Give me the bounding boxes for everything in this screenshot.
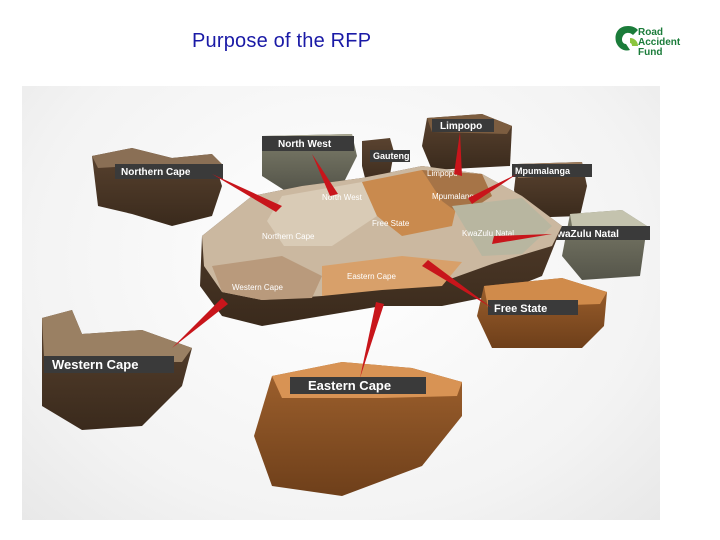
map-label-kwazulu-natal: KwaZulu Natal bbox=[462, 229, 514, 238]
label-north-west: North West bbox=[278, 139, 332, 150]
map-label-northern-cape: Northern Cape bbox=[262, 232, 315, 241]
limpopo-piece: Limpopo bbox=[422, 114, 512, 170]
map-label-north-west: North West bbox=[322, 193, 363, 202]
label-bg-north-west bbox=[262, 136, 354, 151]
label-bg-limpopo bbox=[432, 119, 494, 132]
label-bg-eastern-cape bbox=[290, 377, 426, 394]
free-state-piece: Free State bbox=[477, 278, 607, 348]
north-west-piece: North West bbox=[262, 134, 357, 190]
slide-title: Purpose of the RFP bbox=[192, 30, 372, 52]
arrow-northern-cape bbox=[212, 174, 282, 212]
label-northern-cape: Northern Cape bbox=[121, 167, 191, 178]
map-label-eastern-cape: Eastern Cape bbox=[347, 272, 396, 281]
logo-text: Road Accident Fund bbox=[638, 28, 680, 58]
label-bg-northern-cape bbox=[115, 164, 223, 179]
label-bg-gauteng bbox=[370, 150, 410, 162]
arrow-free-state bbox=[422, 260, 492, 308]
arrow-eastern-cape bbox=[360, 302, 384, 378]
logo-line-accident: Accident bbox=[638, 37, 681, 48]
label-bg-free-state bbox=[488, 300, 578, 315]
northern-cape-piece: Northern Cape bbox=[92, 148, 223, 226]
label-mpumalanga: Mpumalanga bbox=[515, 166, 571, 176]
label-gauteng: Gauteng bbox=[373, 151, 410, 161]
road-accident-fund-logo: Road Accident Fund bbox=[612, 22, 682, 84]
logo-line-road: Road bbox=[638, 27, 663, 38]
label-bg-kwazulu-natal bbox=[546, 226, 650, 240]
kwazulu-natal-piece: KwaZulu Natal bbox=[546, 210, 650, 280]
red-arrows bbox=[172, 132, 552, 378]
provinces-exploded-map: Northern Cape North West Gauteng Limpopo bbox=[42, 114, 650, 496]
arrow-kwazulu-natal bbox=[492, 234, 552, 244]
label-western-cape: Western Cape bbox=[52, 357, 138, 372]
label-eastern-cape: Eastern Cape bbox=[308, 378, 391, 393]
logo-line-fund: Fund bbox=[638, 47, 663, 58]
label-bg-western-cape bbox=[44, 356, 174, 373]
label-free-state: Free State bbox=[494, 303, 547, 315]
arrow-western-cape bbox=[172, 298, 228, 348]
map-label-free-state: Free State bbox=[372, 219, 410, 228]
eastern-cape-piece: Eastern Cape bbox=[254, 362, 462, 496]
provinces-map-image: Northern Cape North West Gauteng Limpopo bbox=[22, 86, 660, 520]
map-label-western-cape: Western Cape bbox=[232, 283, 284, 292]
map-label-limpopo: Limpopo bbox=[427, 169, 458, 178]
arrow-mpumalanga bbox=[468, 174, 517, 204]
arrow-north-west bbox=[312, 154, 338, 196]
arrow-limpopo bbox=[454, 132, 462, 176]
label-bg-mpumalanga bbox=[512, 164, 592, 177]
map-label-mpumalanga: Mpumalanga bbox=[432, 192, 479, 201]
logo-swirl-icon bbox=[615, 26, 638, 51]
label-limpopo: Limpopo bbox=[440, 121, 482, 132]
label-kwazulu-natal: KwaZulu Natal bbox=[550, 229, 619, 240]
western-cape-piece: Western Cape bbox=[42, 310, 192, 430]
